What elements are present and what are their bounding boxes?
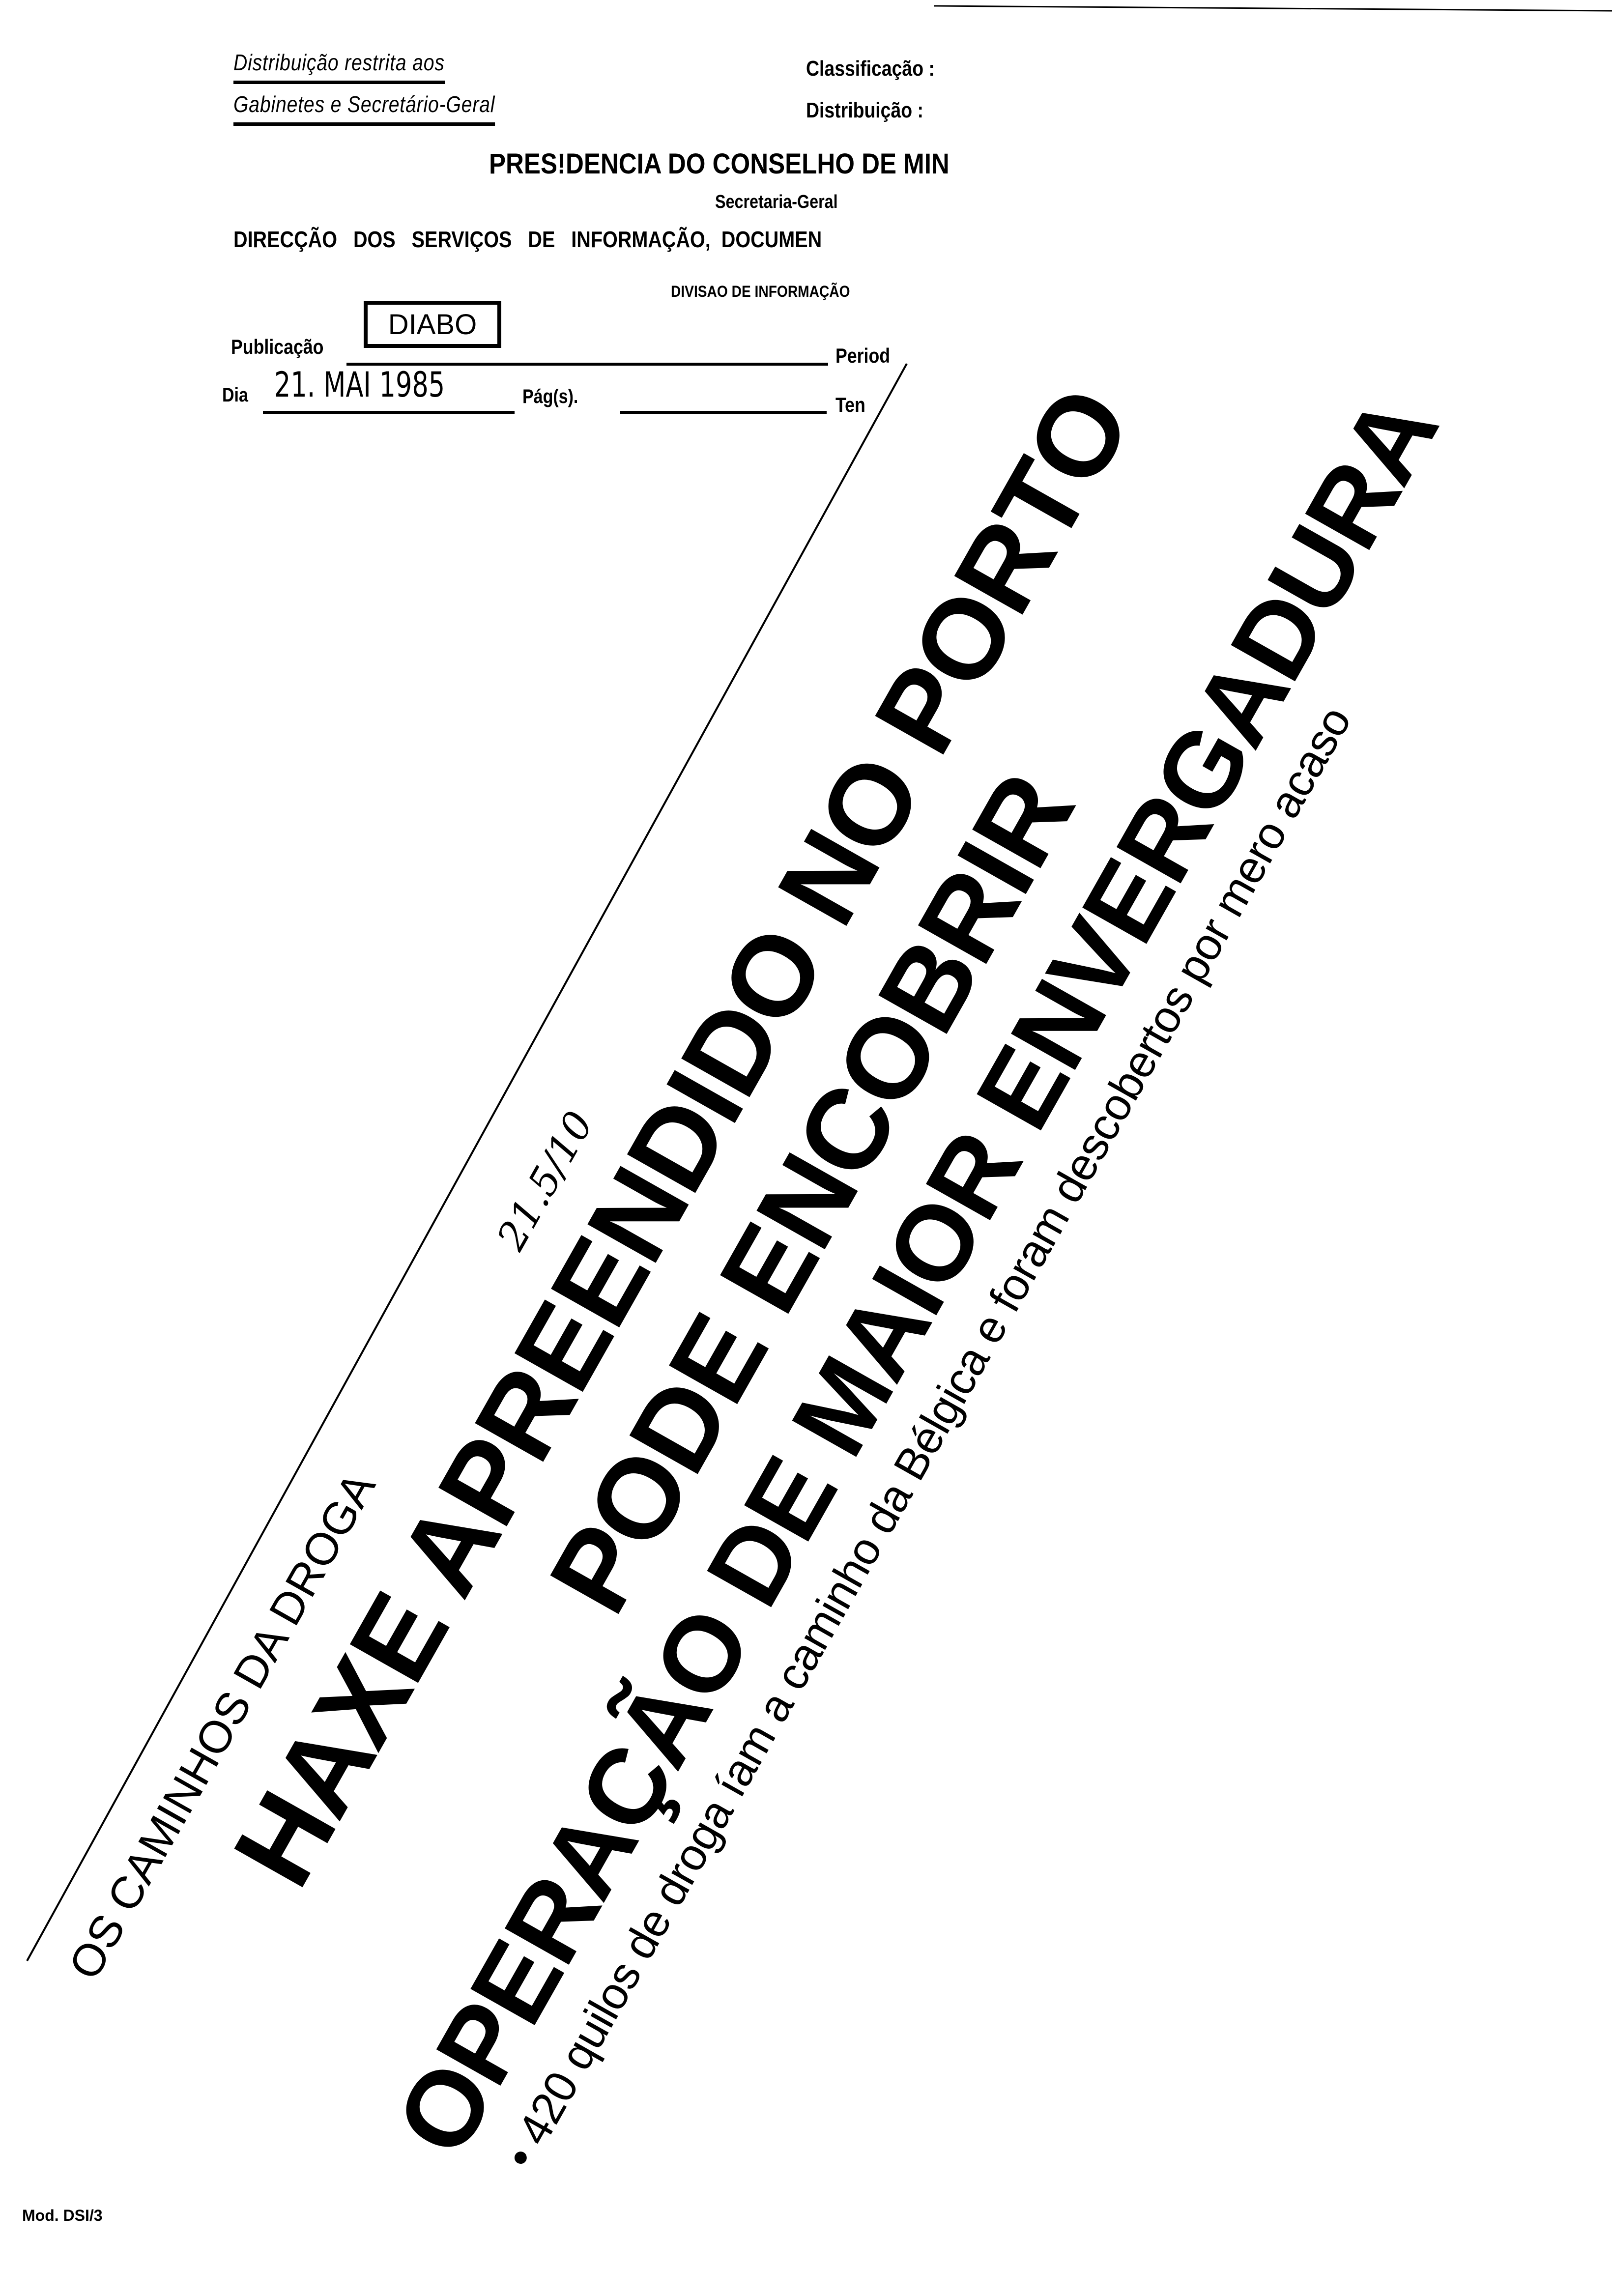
top-edge-line	[933, 5, 1612, 12]
secretariat-title: Secretaria-Geral	[715, 192, 838, 212]
period-label: Period	[835, 344, 891, 367]
day-value-stamp: 21. MAI 1985	[274, 365, 445, 405]
restricted-distribution-line1: Distribuição restrita aos	[233, 49, 445, 84]
distribution-label: Distribuição :	[806, 98, 923, 122]
publication-stamp: DIABO	[364, 301, 501, 348]
restricted-distribution-line2: Gabinetes e Secretário-Geral	[233, 91, 495, 126]
publication-field-line	[346, 363, 828, 366]
pages-field-line	[620, 411, 827, 414]
ten-label: Ten	[835, 393, 865, 416]
pages-label: Pág(s).	[522, 386, 578, 407]
day-label: Dia	[222, 384, 248, 406]
ministry-title: PRES!DENCIA DO CONSELHO DE MIN	[489, 148, 950, 180]
form-code: Mod. DSI/3	[22, 2207, 103, 2224]
diagonal-scan-line	[26, 363, 908, 1961]
division-title: DIVISAO DE INFORMAÇÃO	[671, 283, 850, 300]
publication-label: Publicação	[231, 335, 324, 358]
day-field-line	[263, 411, 515, 414]
classification-label: Classificação :	[806, 57, 935, 81]
directorate-title: DIRECÇÃO DOS SERVIÇOS DE INFORMAÇÃO, DOC…	[233, 227, 822, 252]
